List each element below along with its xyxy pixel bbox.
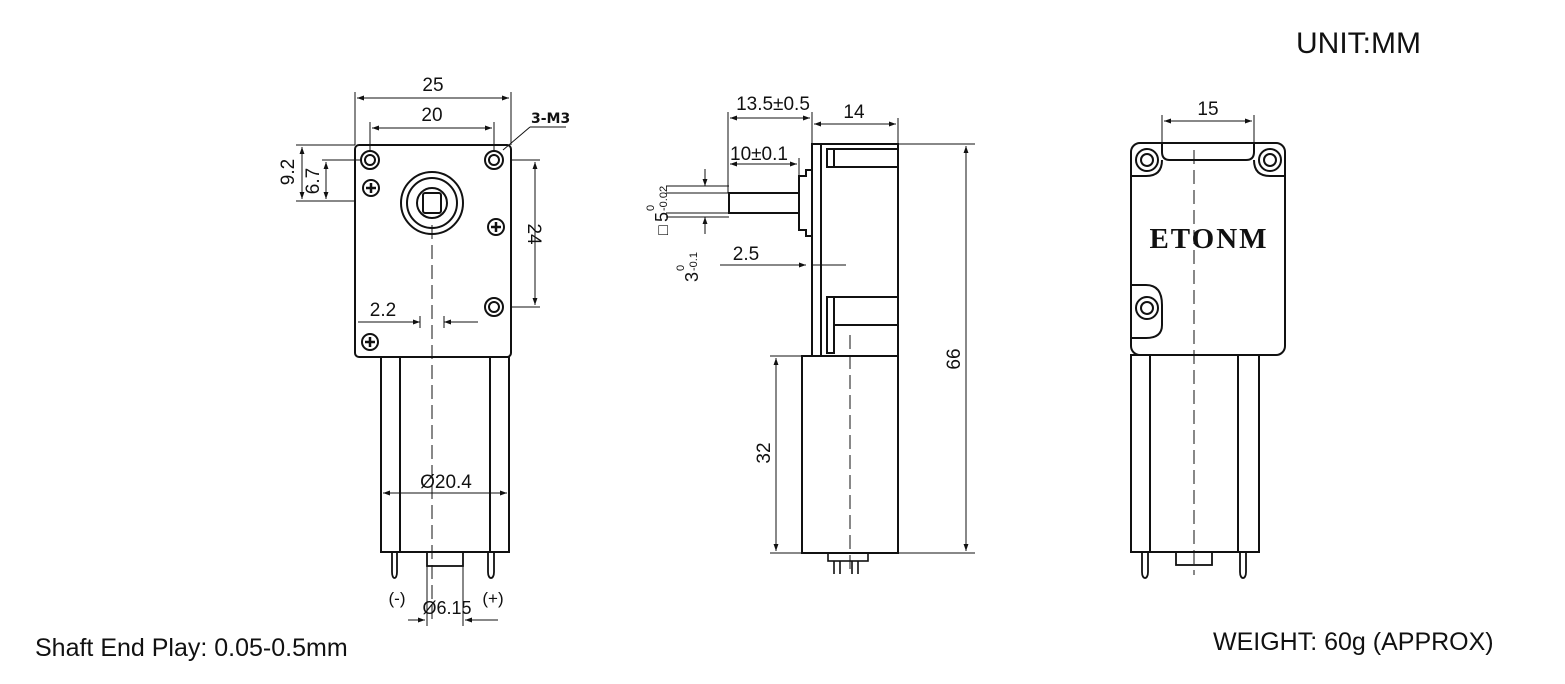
front-gearbox-plate — [354, 144, 512, 358]
side-output-shaft — [728, 192, 800, 214]
terminal-positive-label: (+) — [482, 589, 503, 608]
flat-tol-upper: 0 — [675, 265, 687, 271]
front-output-hub — [400, 171, 464, 235]
front-mount-hole — [484, 297, 504, 317]
rear-motor-body — [1130, 354, 1260, 553]
flat-tol-lower: -0.1 — [688, 252, 700, 271]
front-screw — [487, 218, 505, 236]
front-screw — [361, 333, 379, 351]
shaft-square-tol-lower: -0.02 — [658, 186, 670, 211]
dim-width-25: 25 — [422, 75, 443, 96]
dim-height-9-2: 9.2 — [278, 159, 299, 185]
dim-shaft-square: □ 5 0 -0.02 — [645, 186, 672, 235]
dim-gearbox-depth-14: 14 — [843, 102, 865, 123]
side-view — [728, 143, 899, 575]
side-dimension-texts: 13.5±0.5 14 10±0.1 □ 5 0 -0.02 3 0 -0.1 … — [645, 94, 965, 464]
rear-mount-hole — [1135, 296, 1159, 320]
dim-collar-2-5: 2.5 — [733, 244, 759, 265]
dim-overall-height-66: 66 — [944, 348, 965, 369]
front-mount-hole — [484, 150, 504, 170]
dim-terminal-spacing: Ø6.15 — [422, 598, 471, 618]
side-terminals — [827, 552, 869, 574]
rear-dimension-lines — [1161, 115, 1255, 143]
dim-hole-spacing-24: 24 — [523, 223, 544, 245]
shaft-square-main: 5 — [652, 212, 672, 222]
dim-offset-2-2: 2.2 — [370, 300, 396, 321]
front-dimension-texts: 25 20 3-M3 9.2 6.7 24 2.2 Ø20.4 Ø6.15 (-… — [278, 75, 570, 618]
brand-logo: ETONM — [1149, 223, 1268, 255]
dim-height-6-7: 6.7 — [303, 168, 324, 194]
dim-shaft-length-13-5: 13.5±0.5 — [736, 94, 810, 115]
side-dimension-lines — [666, 112, 975, 554]
dim-width-15: 15 — [1197, 99, 1218, 120]
rear-mount-hole — [1258, 148, 1282, 172]
shaft-end-play-note: Shaft End Play: 0.05-0.5mm — [35, 634, 348, 662]
rear-view — [1130, 142, 1286, 579]
terminal-negative-label: (-) — [389, 589, 406, 608]
dim-motor-diameter: Ø20.4 — [420, 472, 472, 493]
dim-hole-spacing-20: 20 — [421, 105, 442, 126]
front-mount-hole — [360, 150, 380, 170]
front-screw — [362, 179, 380, 197]
side-output-collar — [798, 169, 812, 237]
flat-main: 3 — [682, 272, 702, 282]
weight-note: WEIGHT: 60g (APPROX) — [1213, 628, 1494, 656]
front-motor-body — [380, 356, 510, 553]
dim-flat: 3 0 -0.1 — [675, 252, 702, 282]
shaft-square-prefix: □ — [655, 225, 672, 235]
rear-mount-hole — [1135, 148, 1159, 172]
unit-label: UNIT:MM — [1296, 27, 1421, 60]
dim-shaft-length-10: 10±0.1 — [730, 144, 788, 165]
shaft-square-tol-upper: 0 — [645, 205, 657, 211]
dim-screw-callout: 3-M3 — [531, 111, 570, 127]
front-view — [354, 144, 512, 620]
dim-motor-length-32: 32 — [754, 442, 775, 463]
front-dimension-lines — [296, 92, 566, 626]
front-terminals — [391, 551, 495, 579]
